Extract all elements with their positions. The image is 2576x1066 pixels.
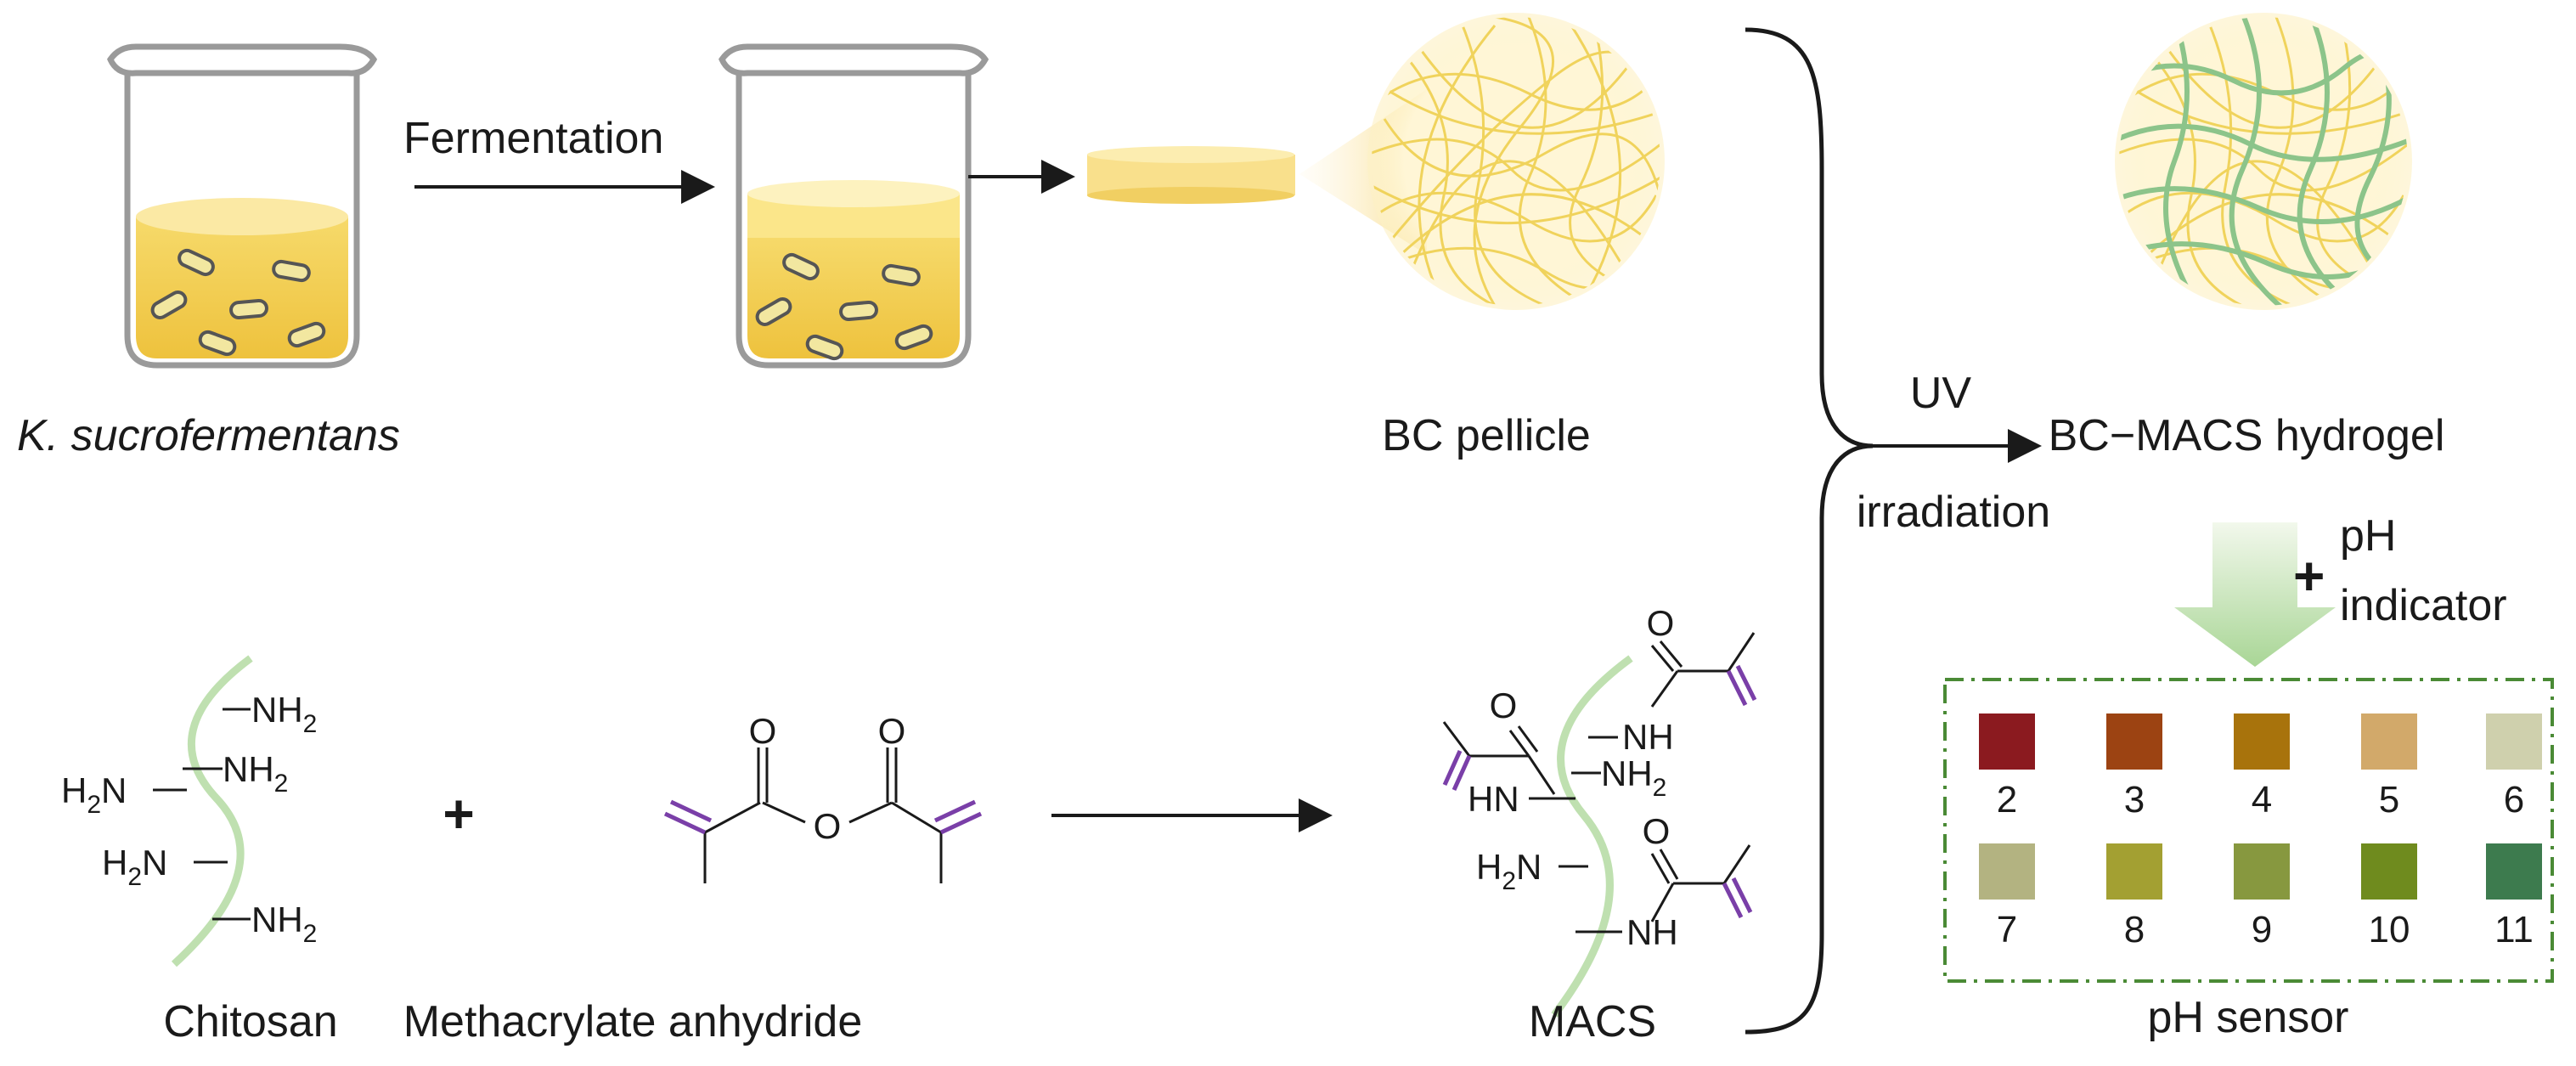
ph-swatch-9 bbox=[2234, 843, 2290, 900]
ph-swatches: 2 3 4 5 6 7 8 9 10 11 bbox=[1979, 713, 2542, 950]
ph-swatch-label-9: 9 bbox=[2252, 909, 2272, 950]
ph-swatch-11 bbox=[2486, 843, 2542, 900]
chitosan-label: Chitosan bbox=[163, 997, 337, 1046]
ph-swatch-6 bbox=[2486, 713, 2542, 770]
macs-hn: HN bbox=[1468, 779, 1519, 819]
ph-swatch-5 bbox=[2361, 713, 2417, 770]
anhydride-oxygen-2: O bbox=[878, 711, 906, 751]
macs-oxygen-2: O bbox=[1490, 685, 1518, 725]
ph-swatch-8 bbox=[2106, 843, 2162, 900]
svg-text:NH2: NH2 bbox=[251, 900, 317, 948]
ph-swatch-2 bbox=[1979, 713, 2035, 770]
hydrogel-label: BC−MACS hydrogel bbox=[2049, 411, 2445, 460]
ph-swatch-10 bbox=[2361, 843, 2417, 900]
ph-swatch-label-5: 5 bbox=[2379, 779, 2399, 821]
svg-text:NH2: NH2 bbox=[251, 690, 317, 738]
macs-nh-1: NH bbox=[1622, 717, 1674, 757]
ph-swatch-4 bbox=[2234, 713, 2290, 770]
uv-label: UV bbox=[1910, 369, 1972, 418]
bacteria-cells-2 bbox=[755, 252, 933, 361]
ph-label: pH bbox=[2340, 511, 2396, 561]
down-arrow bbox=[2174, 522, 2336, 667]
ph-sensor-frame bbox=[1943, 678, 2554, 983]
ph-swatch-label-6: 6 bbox=[2504, 779, 2524, 821]
fermentation-label: Fermentation bbox=[403, 114, 663, 163]
macs-structure: NH O O HN NH2 H2N NH O bbox=[1442, 603, 1757, 1018]
svg-text:H2N: H2N bbox=[102, 843, 167, 891]
beaker-2 bbox=[719, 43, 989, 369]
merge-brace bbox=[1745, 27, 1874, 1035]
macs-oxygen-3: O bbox=[1643, 811, 1671, 851]
macs-label: MACS bbox=[1529, 997, 1656, 1046]
ph-swatch-label-11: 11 bbox=[2494, 909, 2534, 950]
hydrogel-network bbox=[2115, 13, 2412, 310]
ph-swatch-label-10: 10 bbox=[2369, 909, 2410, 950]
svg-text:NH2: NH2 bbox=[223, 749, 288, 798]
ph-swatch-label-8: 8 bbox=[2124, 909, 2145, 950]
ph-sensor-label: pH sensor bbox=[2148, 993, 2349, 1042]
anhydride-oxygen-bridge: O bbox=[814, 806, 842, 846]
svg-text:NH2: NH2 bbox=[1601, 753, 1666, 802]
bc-fiber-network bbox=[1367, 13, 1665, 310]
ph-swatch-3 bbox=[2106, 713, 2162, 770]
anhydride-oxygen-1: O bbox=[749, 711, 777, 751]
ph-swatch-label-7: 7 bbox=[1997, 909, 2017, 950]
plus-indicator-sign: + bbox=[2293, 545, 2325, 606]
pellicle-disc bbox=[1087, 146, 1295, 204]
svg-text:H2N: H2N bbox=[1476, 847, 1542, 895]
ph-swatch-label-4: 4 bbox=[2252, 779, 2272, 821]
chitosan-structure: NH2 NH2 H2N H2N NH2 bbox=[61, 655, 317, 967]
svg-text:H2N: H2N bbox=[61, 770, 127, 819]
macs-nh-2: NH bbox=[1626, 912, 1678, 952]
anhydride-structure bbox=[663, 747, 983, 883]
bc-pellicle-label: BC pellicle bbox=[1382, 411, 1591, 460]
ph-swatch-label-3: 3 bbox=[2124, 779, 2145, 821]
beaker-1 bbox=[107, 43, 378, 369]
plus-sign: + bbox=[442, 783, 474, 844]
macs-oxygen-1: O bbox=[1647, 603, 1675, 643]
ph-swatch-7 bbox=[1979, 843, 2035, 900]
organism-label: K. sucrofermentans bbox=[17, 411, 400, 460]
anhydride-label: Methacrylate anhydride bbox=[403, 997, 863, 1046]
ph-swatch-label-2: 2 bbox=[1997, 779, 2017, 821]
bacteria-cells-1 bbox=[150, 248, 326, 357]
indicator-label: indicator bbox=[2340, 581, 2507, 630]
irradiation-label: irradiation bbox=[1857, 488, 2050, 537]
